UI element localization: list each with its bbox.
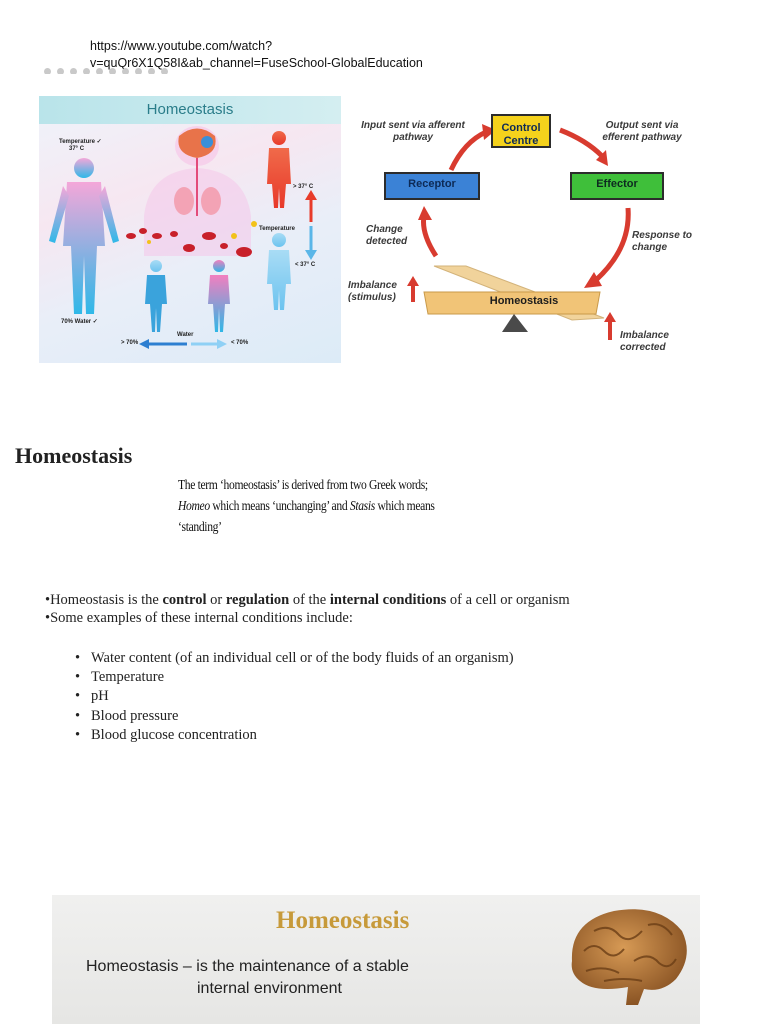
section-heading: Homeostasis bbox=[15, 443, 133, 468]
homeostasis-label: Homeostasis bbox=[489, 295, 559, 307]
text-segment: of the bbox=[289, 592, 330, 608]
source-url[interactable]: https://www.youtube.com/watch? v=quQr6X1… bbox=[90, 38, 423, 72]
temperature-check-label: Temperature ✓ bbox=[59, 139, 102, 145]
keyword-control: control bbox=[162, 592, 207, 608]
description-paragraph-2: •Some examples of these internal conditi… bbox=[45, 610, 353, 626]
imbalance-corrected-note: Imbalance corrected bbox=[620, 330, 669, 353]
brain-image bbox=[571, 909, 687, 1005]
definition-segment: which means bbox=[374, 498, 435, 513]
internal-conditions-list: Water content (of an individual cell or … bbox=[75, 649, 514, 745]
change-detected-note: Change detected bbox=[366, 224, 408, 247]
stasis-word: Stasis bbox=[349, 498, 375, 513]
definition-line-1: The term ‘homeostasis’ is derived from t… bbox=[178, 477, 428, 492]
temperature-scale-label: Temperature bbox=[259, 226, 295, 232]
output-note: Output sent via efferent pathway bbox=[602, 120, 682, 143]
source-url-line2[interactable]: v=quQr6X1Q58I&ab_channel=FuseSchool-Glob… bbox=[90, 56, 423, 70]
response-note: Response to change bbox=[632, 230, 693, 253]
below-37-label: < 37° C bbox=[295, 262, 316, 268]
text-segment: of a cell or organism bbox=[446, 592, 570, 608]
feedback-arrows-graphic bbox=[407, 124, 631, 340]
imbalance-note: Imbalance (stimulus) bbox=[348, 280, 397, 303]
homeostasis-description: •Homeostasis is the control or regulatio… bbox=[45, 591, 605, 627]
list-item: pH bbox=[75, 687, 514, 706]
list-item: Blood glucose concentration bbox=[75, 726, 514, 745]
definition-slide: Homeostasis Homeostasis – is the mainten… bbox=[52, 895, 700, 1024]
input-note: Input sent via afferent pathway bbox=[361, 120, 465, 143]
source-url-line1[interactable]: https://www.youtube.com/watch? bbox=[90, 39, 273, 53]
keyword-internal-conditions: internal conditions bbox=[329, 592, 447, 608]
control-centre-box: Control Centre bbox=[491, 114, 551, 148]
above-37-label: > 37° C bbox=[293, 184, 314, 190]
slide-line-1: Homeostasis – is the maintenance of a st… bbox=[86, 958, 409, 975]
list-item: Temperature bbox=[75, 668, 514, 687]
clipped-text-remnant bbox=[44, 62, 194, 74]
homeostasis-illustration: Homeostasis bbox=[39, 96, 341, 363]
definition-line-2: Homeo which means ‘unchanging’ and Stasi… bbox=[178, 495, 436, 516]
slide-line-2: internal environment bbox=[197, 980, 342, 997]
list-item: Blood pressure bbox=[75, 707, 514, 726]
text-segment: or bbox=[206, 592, 226, 608]
water-check-label: 70% Water ✓ bbox=[61, 319, 98, 325]
text-segment: •Homeostasis is the bbox=[45, 592, 163, 608]
definition-line-3: ‘standing’ bbox=[178, 519, 222, 534]
below-70-label: < 70% bbox=[231, 340, 249, 346]
keyword-regulation: regulation bbox=[225, 592, 290, 608]
effector-box: Effector bbox=[570, 172, 664, 200]
homeo-word: Homeo bbox=[178, 498, 210, 513]
description-paragraph-1: •Homeostasis is the control or regulatio… bbox=[45, 591, 605, 609]
list-item: Water content (of an individual cell or … bbox=[75, 649, 514, 668]
temperature-value: 37° C bbox=[69, 146, 85, 152]
illustration-title-bar: Homeostasis bbox=[39, 96, 341, 124]
slide-title: Homeostasis bbox=[276, 907, 410, 934]
illustration-title: Homeostasis bbox=[146, 101, 234, 118]
water-axis-label: Water bbox=[177, 332, 194, 338]
receptor-box: Receptor bbox=[384, 172, 480, 200]
greek-definition: The term ‘homeostasis’ is derived from t… bbox=[178, 474, 436, 537]
feedback-loop-diagram: Control Centre Receptor Effector Homeost… bbox=[346, 108, 706, 366]
definition-segment: which means ‘unchanging’ and bbox=[209, 498, 350, 513]
body-figures-graphic bbox=[49, 126, 317, 349]
above-70-label: > 70% bbox=[121, 340, 139, 346]
